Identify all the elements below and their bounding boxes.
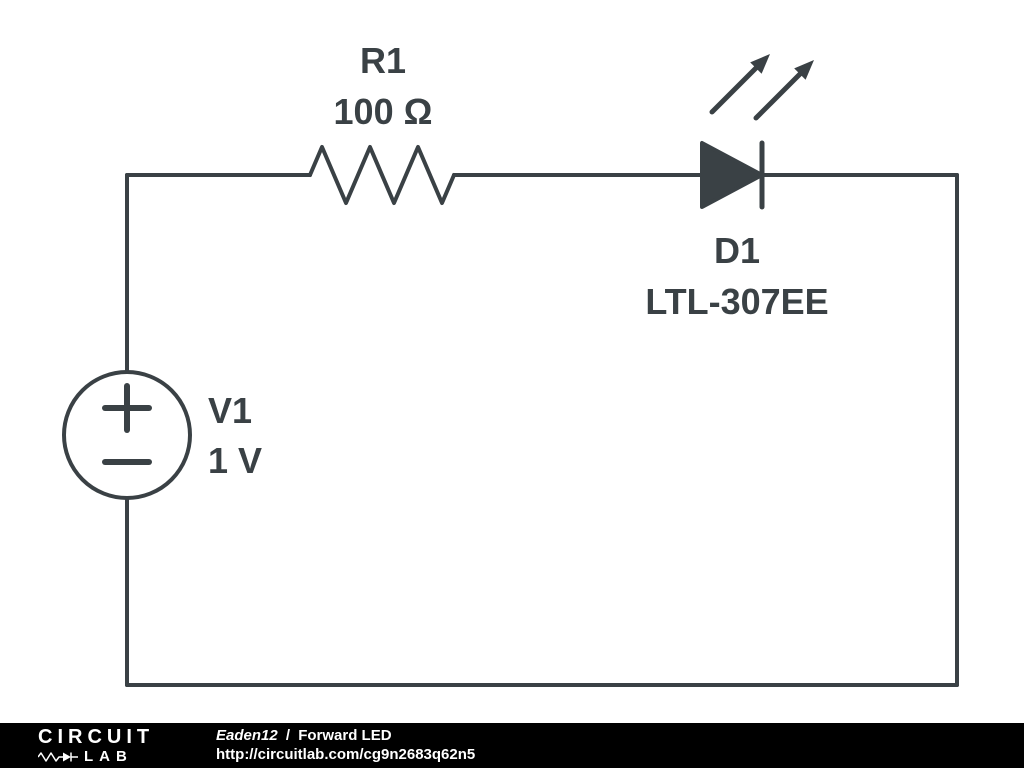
plus-icon	[102, 383, 152, 433]
resistor-name-label: R1	[360, 40, 406, 81]
footer-bar: CIRCUIT LAB Eaden12 / Forward LED http:/…	[0, 723, 1024, 768]
source-name-label: V1	[208, 390, 252, 431]
led-component[interactable]	[700, 54, 814, 210]
voltage-source-component[interactable]	[62, 370, 192, 500]
led-name-label: D1	[714, 230, 760, 271]
logo-circuit-glyph-icon	[38, 751, 78, 762]
resistor-component[interactable]	[308, 145, 456, 205]
footer-attribution: Eaden12 / Forward LED http://circuitlab.…	[216, 727, 475, 765]
circuit-title: Forward LED	[298, 726, 392, 744]
author-title-separator: /	[285, 726, 291, 744]
author-name: Eaden12	[216, 726, 278, 744]
footer-title-line: Eaden12 / Forward LED	[216, 727, 475, 746]
circuit-schematic: R1 100 Ω D1 LTL-307EE V1 1 V	[62, 40, 959, 687]
led-value-label: LTL-307EE	[645, 281, 828, 322]
circuit-url-link[interactable]: http://circuitlab.com/cg9n2683q62n5	[216, 745, 476, 763]
led-light-arrows-icon	[709, 54, 814, 121]
voltage-source-circle	[62, 370, 192, 500]
resistor-value-label: 100 Ω	[334, 91, 433, 132]
footer-url-line: http://circuitlab.com/cg9n2683q62n5	[216, 746, 475, 765]
logo-text-circuit: CIRCUIT	[38, 726, 155, 748]
source-value-label: 1 V	[208, 440, 262, 481]
resistor-zigzag	[308, 145, 456, 205]
led-anode-triangle	[700, 141, 764, 209]
logo-text-lab: LAB	[84, 748, 133, 765]
circuitlab-logo: CIRCUIT LAB	[38, 727, 188, 764]
